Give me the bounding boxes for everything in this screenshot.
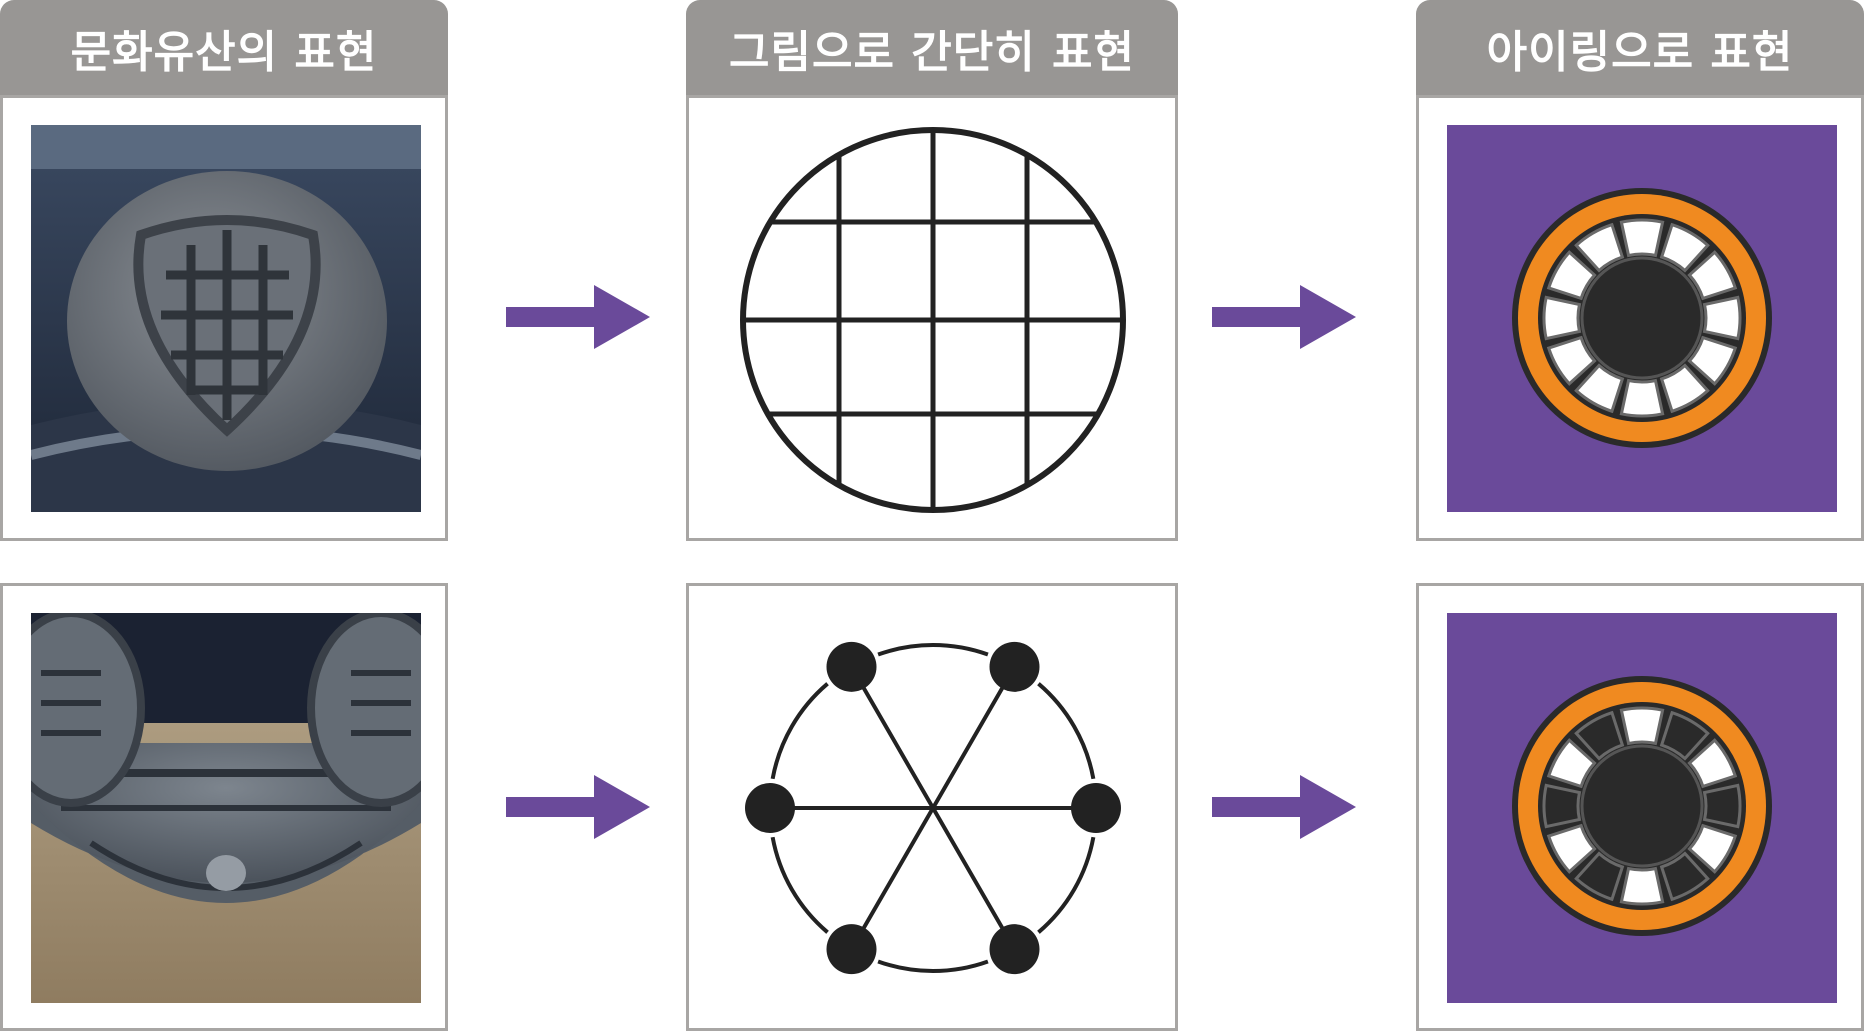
arrow-right-icon	[506, 775, 650, 839]
header-simple-drawing: 그림으로 간단히 표현	[686, 0, 1178, 95]
ring-segment	[1574, 363, 1625, 414]
outer-arc	[770, 682, 829, 780]
ring-segment	[1619, 706, 1665, 746]
node-dot	[826, 641, 877, 692]
outer-arc	[1037, 836, 1096, 934]
ring-segment	[1687, 335, 1738, 386]
outer-arc	[770, 836, 829, 934]
ring-segment	[1687, 250, 1738, 301]
outer-arc	[1037, 682, 1096, 780]
node-dot	[826, 924, 877, 975]
ring-icon-background	[1447, 125, 1837, 512]
header-ring-expression: 아이링으로 표현	[1416, 0, 1864, 95]
roof-tile-eave-ornament-photo	[31, 613, 421, 1003]
ring-segment	[1546, 738, 1597, 789]
ring-segment	[1546, 335, 1597, 386]
ring-icon-background	[1447, 613, 1837, 1003]
arrow-right-icon	[1212, 775, 1356, 839]
drawing-panel-1	[686, 95, 1178, 541]
ring-panel-1	[1416, 95, 1864, 541]
roof-tile-grid-medallion-photo	[31, 125, 421, 512]
drawing-panel-2	[686, 583, 1178, 1031]
ring-segment	[1542, 295, 1582, 341]
ring-segment	[1687, 738, 1738, 789]
ring-segment	[1619, 378, 1665, 418]
ring-icon	[1512, 676, 1772, 936]
arrow-right-icon	[1212, 285, 1356, 349]
spoke-line	[849, 665, 1017, 951]
ring-segment	[1574, 851, 1625, 902]
spokes	[770, 643, 1096, 973]
ring-segment	[1619, 866, 1665, 906]
ring-segment	[1702, 783, 1742, 829]
ring-segment	[1574, 710, 1625, 761]
arrow-right-icon	[506, 285, 650, 349]
ring-segment	[1574, 222, 1625, 273]
hexagon-dots-spokes-icon	[745, 641, 1121, 975]
header-heritage-expression: 문화유산의 표현	[0, 0, 448, 95]
ring-segment	[1659, 363, 1710, 414]
ring-icon	[1512, 188, 1772, 448]
outer-arc	[877, 959, 989, 973]
circle-grid-icon	[740, 127, 1126, 513]
ring-center	[1580, 744, 1704, 868]
node-dot	[989, 924, 1040, 975]
ring-panel-2	[1416, 583, 1864, 1031]
ring-segment	[1687, 823, 1738, 874]
node-dot	[1071, 783, 1121, 833]
ring-segment	[1659, 222, 1710, 273]
ring-segment	[1546, 250, 1597, 301]
ring-center	[1580, 256, 1704, 380]
node-dot	[989, 641, 1040, 692]
ring-segment	[1659, 851, 1710, 902]
ring-segment	[1659, 710, 1710, 761]
ring-segment	[1546, 823, 1597, 874]
ring-segment	[1542, 783, 1582, 829]
ring-segment	[1619, 218, 1665, 258]
heritage-photo-panel-1	[0, 95, 448, 541]
outer-arc	[877, 643, 989, 657]
heritage-photo-panel-2	[0, 583, 448, 1031]
node-dot	[745, 783, 795, 833]
ring-segment	[1702, 295, 1742, 341]
